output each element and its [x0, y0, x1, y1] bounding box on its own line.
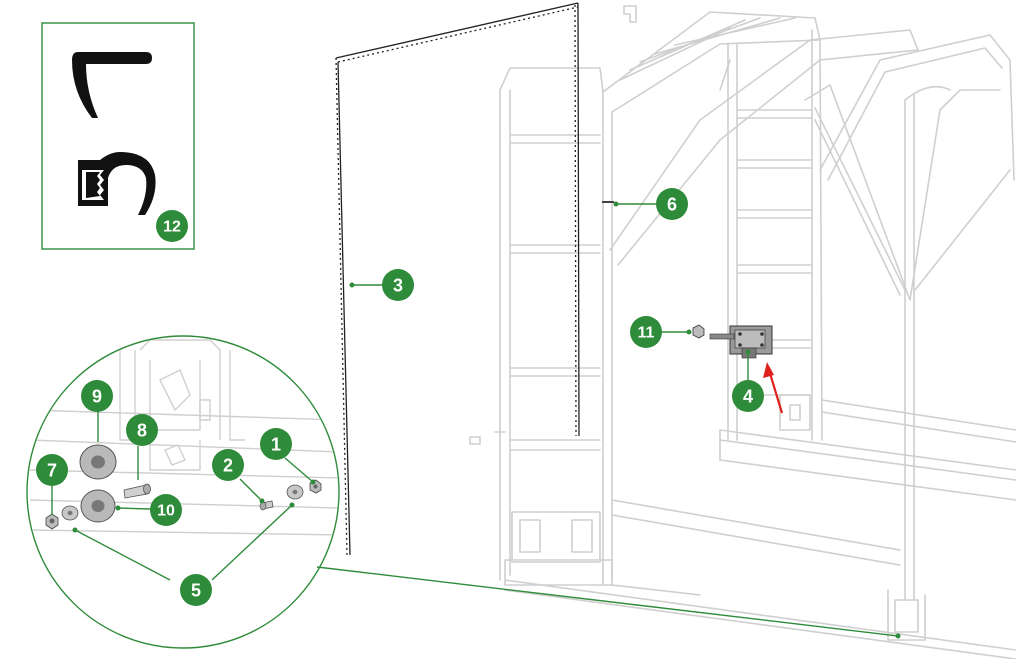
callout-3: 3	[382, 269, 414, 301]
callout-2: 2	[212, 449, 244, 481]
callout-10-label: 10	[157, 503, 175, 520]
callout-10: 10	[150, 494, 182, 526]
callout-9-label: 9	[92, 387, 102, 407]
callout-1: 1	[260, 428, 292, 460]
leader-dots	[72, 201, 901, 639]
callout-12: 12	[156, 210, 188, 242]
callout-7-label: 7	[47, 461, 57, 481]
callout-8: 8	[126, 414, 158, 446]
callout-2-label: 2	[223, 456, 233, 476]
callout-4: 4	[732, 380, 764, 412]
leader-lines	[51, 203, 899, 637]
l-profile-icon	[72, 52, 152, 118]
grip-profile-icon	[78, 152, 156, 215]
callout-5-label: 5	[191, 581, 201, 601]
frame-structure	[469, 5, 1016, 659]
callout-1-label: 1	[271, 435, 281, 455]
hardware-parts	[45, 444, 322, 530]
callout-11: 11	[630, 316, 662, 348]
callout-6: 6	[656, 188, 688, 220]
curtain-rod	[335, 2, 580, 556]
callout-7: 7	[36, 454, 68, 486]
red-arrow-icon	[763, 362, 784, 414]
callout-6-label: 6	[667, 195, 677, 215]
callout-9: 9	[81, 380, 113, 412]
detail-circle	[26, 335, 340, 649]
part-11-nut	[692, 324, 705, 339]
part-4-bracket	[709, 325, 773, 359]
callout-3-label: 3	[393, 276, 403, 296]
callout-12-label: 12	[163, 219, 181, 236]
callout-11-label: 11	[638, 325, 655, 342]
callout-5: 5	[180, 574, 212, 606]
callout-8-label: 8	[137, 421, 147, 441]
callout-4-label: 4	[743, 387, 753, 407]
